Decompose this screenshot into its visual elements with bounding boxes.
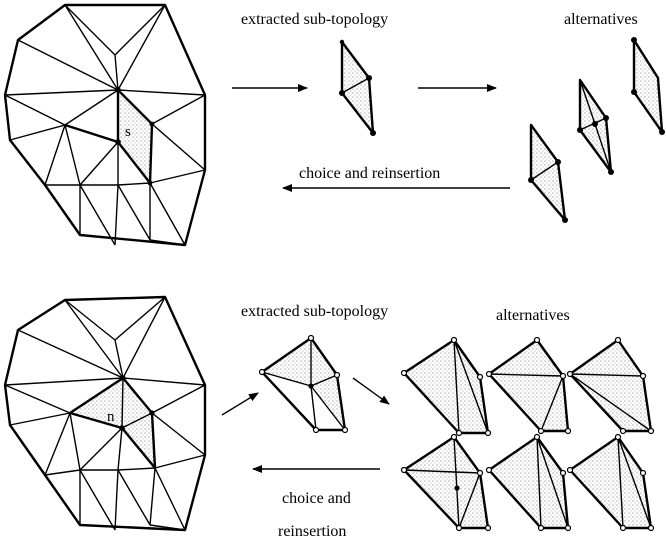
alternative-bottom-2: [485, 336, 572, 435]
vertex-node: [564, 524, 572, 532]
bottom-panel: n extracted sub-topology alternatives ch…: [3, 295, 655, 540]
vertex-node: [647, 524, 655, 532]
top-panel: s extracted sub-topology alternatives ch…: [3, 3, 665, 247]
alternatives-label: alternatives: [564, 11, 638, 28]
alternative-top-1: [528, 123, 568, 223]
vertex-node: [119, 425, 125, 431]
vertex-node: [619, 524, 627, 532]
vertex-node: [631, 89, 637, 95]
bottom-mesh-edges: [4, 296, 206, 531]
arrow-diagonal-up: [221, 392, 259, 416]
vertex-label-s: s: [125, 124, 131, 140]
vertex-node: [455, 429, 463, 437]
vertex-node: [559, 469, 567, 477]
vertex-node: [370, 130, 376, 136]
vertex-node: [639, 372, 647, 380]
vertex-node: [614, 433, 622, 441]
choice-reinsertion-label-line2: reinsertion: [278, 523, 346, 540]
top-mesh-edges: [4, 4, 206, 246]
vertex-node: [312, 426, 320, 434]
vertex-node: [533, 336, 541, 344]
vertex-node: [564, 427, 572, 435]
vertex-node: [454, 485, 460, 491]
alternative-top-2: [577, 78, 614, 175]
extracted-subtopology-label: extracted sub-topology: [241, 11, 388, 28]
vertex-node: [537, 427, 545, 435]
alternative-bottom-6: [566, 433, 655, 532]
vertex-node: [149, 410, 155, 416]
vertex-node: [533, 433, 541, 441]
vertex-node: [559, 372, 567, 380]
top-mesh: s: [3, 3, 207, 247]
vertex-node: [308, 383, 314, 389]
vertex-node: [608, 169, 614, 175]
alternative-bottom-5: [485, 433, 572, 532]
vertex-node: [485, 370, 493, 378]
vertex-node: [485, 466, 493, 474]
top-mesh-boundary: [3, 3, 207, 247]
choice-reinsertion-label: choice and reinsertion: [299, 165, 440, 182]
extracted-subtopology-top: [339, 39, 376, 136]
vertex-label-n: n: [107, 409, 115, 425]
vertex-node: [537, 524, 545, 532]
top-mesh-shaded-region: [118, 90, 152, 183]
vertex-node: [484, 524, 492, 532]
vertex-node: [339, 39, 345, 45]
vertex-node: [450, 433, 458, 441]
vertex-node: [484, 429, 492, 437]
vertex-node: [619, 427, 627, 435]
vertex-node: [603, 115, 609, 121]
vertex-node: [555, 159, 561, 165]
vertex-node: [647, 427, 655, 435]
extracted-subtopology-label: extracted sub-topology: [241, 303, 388, 320]
alternatives-label: alternatives: [496, 307, 570, 324]
choice-reinsertion-label-line1: choice and: [282, 490, 351, 507]
vertex-node: [455, 524, 463, 532]
vertex-node: [115, 139, 121, 145]
alternative-bottom-4: [400, 433, 492, 532]
vertex-node: [566, 466, 574, 474]
alternative-top-3: [631, 37, 665, 135]
vertex-node: [631, 37, 637, 43]
alternative-bottom-1: [400, 336, 492, 437]
vertex-node: [562, 217, 568, 223]
vertex-node: [476, 469, 484, 477]
extracted-subtopology-bottom: [258, 334, 349, 434]
vertex-node: [115, 87, 121, 93]
vertex-node: [400, 466, 408, 474]
arrow-diagonal-down: [352, 377, 390, 405]
vertex-node: [476, 373, 484, 381]
vertex-node: [639, 469, 647, 477]
vertex-node: [120, 375, 126, 381]
vertex-node: [333, 371, 341, 379]
vertex-node: [307, 334, 315, 342]
alternative-bottom-3: [566, 336, 655, 435]
bottom-mesh: n: [3, 295, 207, 532]
vertex-node: [258, 368, 266, 376]
vertex-node: [147, 180, 153, 186]
vertex-node: [339, 90, 345, 96]
vertex-node: [149, 121, 155, 127]
vertex-node: [659, 129, 665, 135]
vertex-node: [528, 177, 534, 183]
vertex-node: [341, 426, 349, 434]
vertex-node: [400, 369, 408, 377]
bottom-mesh-shaded-region: [70, 378, 155, 468]
vertex-node: [366, 75, 372, 81]
vertex-node: [614, 336, 622, 344]
vertex-node: [566, 370, 574, 378]
vertex-node: [450, 336, 458, 344]
vertex-node: [592, 121, 598, 127]
vertex-node: [577, 127, 583, 133]
